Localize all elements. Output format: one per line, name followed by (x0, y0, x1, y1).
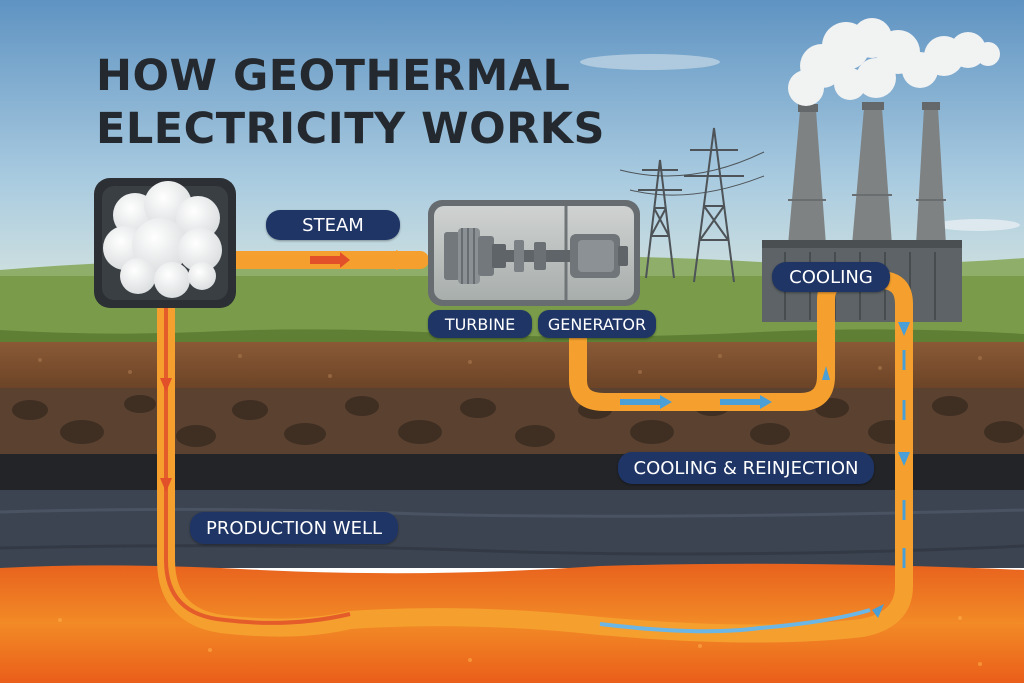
magma-specks (58, 616, 982, 666)
soil-layer (0, 342, 1024, 390)
turbine-label: TURBINE (428, 310, 532, 338)
title-line-1: HOW GEOTHERMAL (96, 51, 571, 101)
smoke-plume (788, 18, 1000, 106)
transmission-tower-icon (619, 127, 765, 283)
arrow-icon (620, 322, 910, 618)
pipe-inner-hot (164, 300, 351, 625)
slate-layer (0, 490, 1024, 568)
sky-cloud (580, 54, 720, 70)
slate-texture (0, 507, 1024, 518)
arrow-icon (396, 250, 420, 270)
soil-specks (38, 354, 982, 378)
turbine-icon (444, 228, 546, 284)
sky-cloud (936, 219, 1020, 231)
rock-layer (0, 388, 1024, 454)
generator-icon (546, 234, 628, 278)
steam-cloud-icon (94, 178, 236, 308)
cooling-tower-icon (788, 102, 946, 245)
cooling-reinjection-label: COOLING & REINJECTION (618, 452, 874, 484)
production-well-label: PRODUCTION WELL (190, 512, 398, 544)
page-title: HOW GEOTHERMAL ELECTRICITY WORKS (96, 50, 605, 156)
steam-label: STEAM (266, 210, 400, 240)
arrow-icon (160, 252, 350, 492)
cooling-label: COOLING (772, 262, 890, 292)
title-line-2: ELECTRICITY WORKS (96, 104, 606, 154)
pipe-inner-cold (599, 608, 871, 634)
generator-label: GENERATOR (538, 310, 656, 338)
